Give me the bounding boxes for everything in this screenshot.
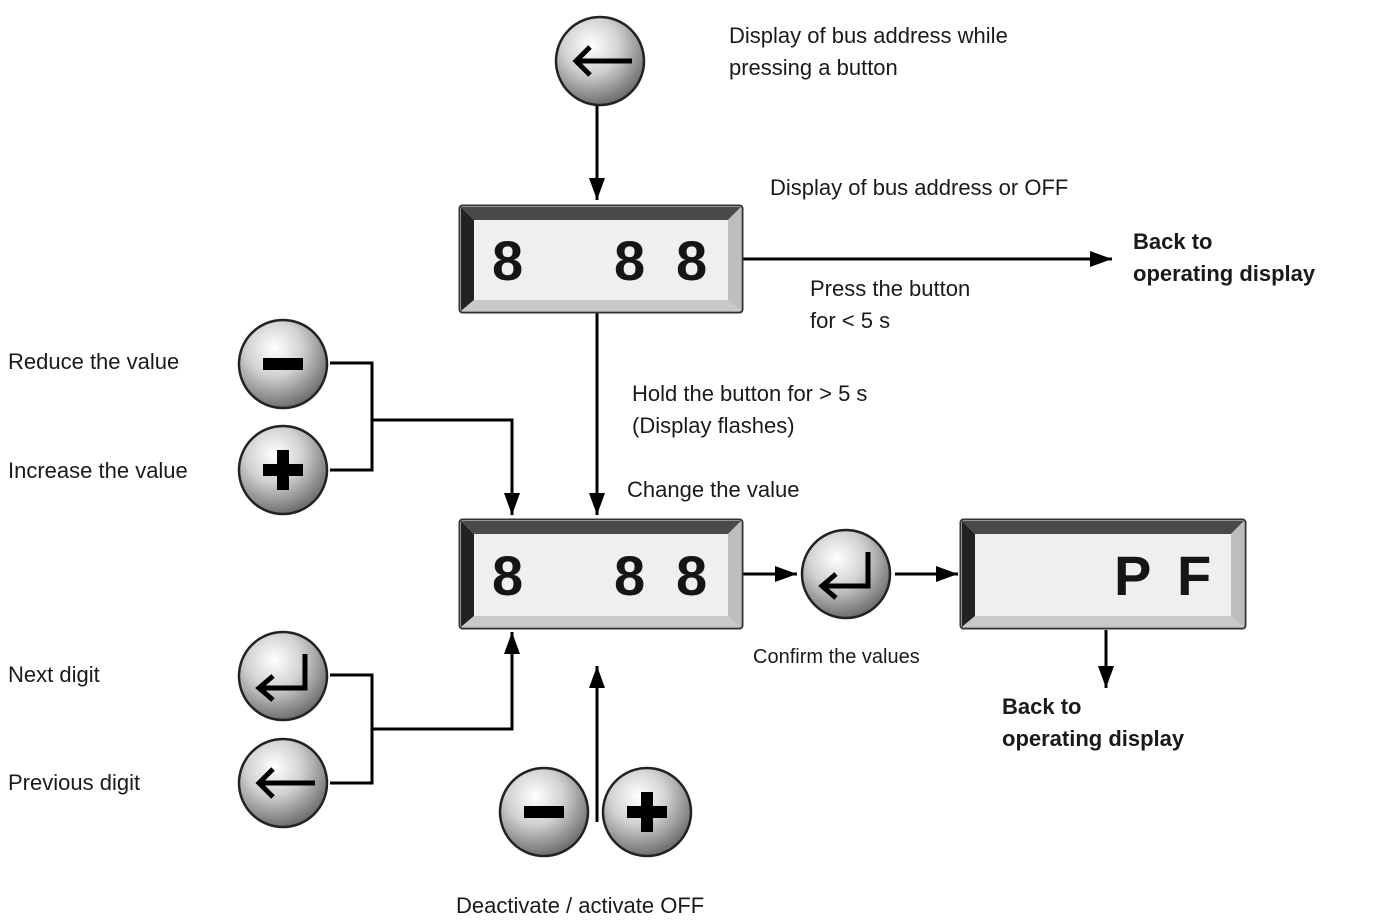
- display-digit-3: 8: [676, 544, 708, 607]
- display-digit-1: 8: [492, 544, 524, 607]
- label-next-digit: Next digit: [8, 662, 100, 687]
- enter-button-next-digit[interactable]: [235, 628, 331, 724]
- confirmation-display: P F: [959, 518, 1247, 630]
- label-press-short: Press the button for < 5 s: [810, 276, 971, 333]
- enter-button-confirm[interactable]: [798, 526, 894, 622]
- label-increase-value: Increase the value: [8, 458, 188, 483]
- display-letter-p: P: [1114, 544, 1152, 607]
- label-back-to-operating-bottom: Back to operating display: [1002, 694, 1185, 751]
- display-digit-1: 8: [492, 229, 524, 292]
- display-digit-3: 8: [676, 229, 708, 292]
- enter-return-icon: [237, 630, 329, 722]
- back-button-top[interactable]: [552, 13, 648, 109]
- label-reduce-value: Reduce the value: [8, 349, 180, 374]
- arrow-left-icon: [554, 15, 646, 107]
- label-deactivate-activate: Deactivate / activate OFF: [456, 893, 705, 918]
- label-change-value: Change the value: [627, 477, 800, 502]
- arrow-left-icon: [237, 737, 329, 829]
- display-digit-2: 8: [614, 229, 646, 292]
- bus-address-display: 8 8 8: [458, 204, 744, 314]
- plus-icon: [237, 424, 329, 516]
- display-letter-f: F: [1177, 544, 1212, 607]
- label-display-or-off: Display of bus address or OFF: [770, 175, 1069, 200]
- display-digit-2: 8: [614, 544, 646, 607]
- label-confirm-values: Confirm the values: [753, 646, 920, 668]
- edit-value-display: 8 8 8: [458, 518, 744, 630]
- back-button-previous-digit[interactable]: [235, 735, 331, 831]
- minus-button-off-toggle[interactable]: [496, 764, 592, 860]
- label-back-to-operating-top: Back to operating display: [1133, 229, 1316, 286]
- minus-icon: [498, 766, 590, 858]
- label-display-on-press: Display of bus address while pressing a …: [729, 23, 1008, 80]
- enter-return-icon: [800, 528, 892, 620]
- minus-button-reduce[interactable]: [235, 316, 331, 412]
- label-previous-digit: Previous digit: [8, 770, 141, 795]
- plus-icon: [601, 766, 693, 858]
- plus-button-off-toggle[interactable]: [599, 764, 695, 860]
- label-hold-long: Hold the button for > 5 s (Display flash…: [632, 381, 868, 438]
- plus-button-increase[interactable]: [235, 422, 331, 518]
- minus-icon: [237, 318, 329, 410]
